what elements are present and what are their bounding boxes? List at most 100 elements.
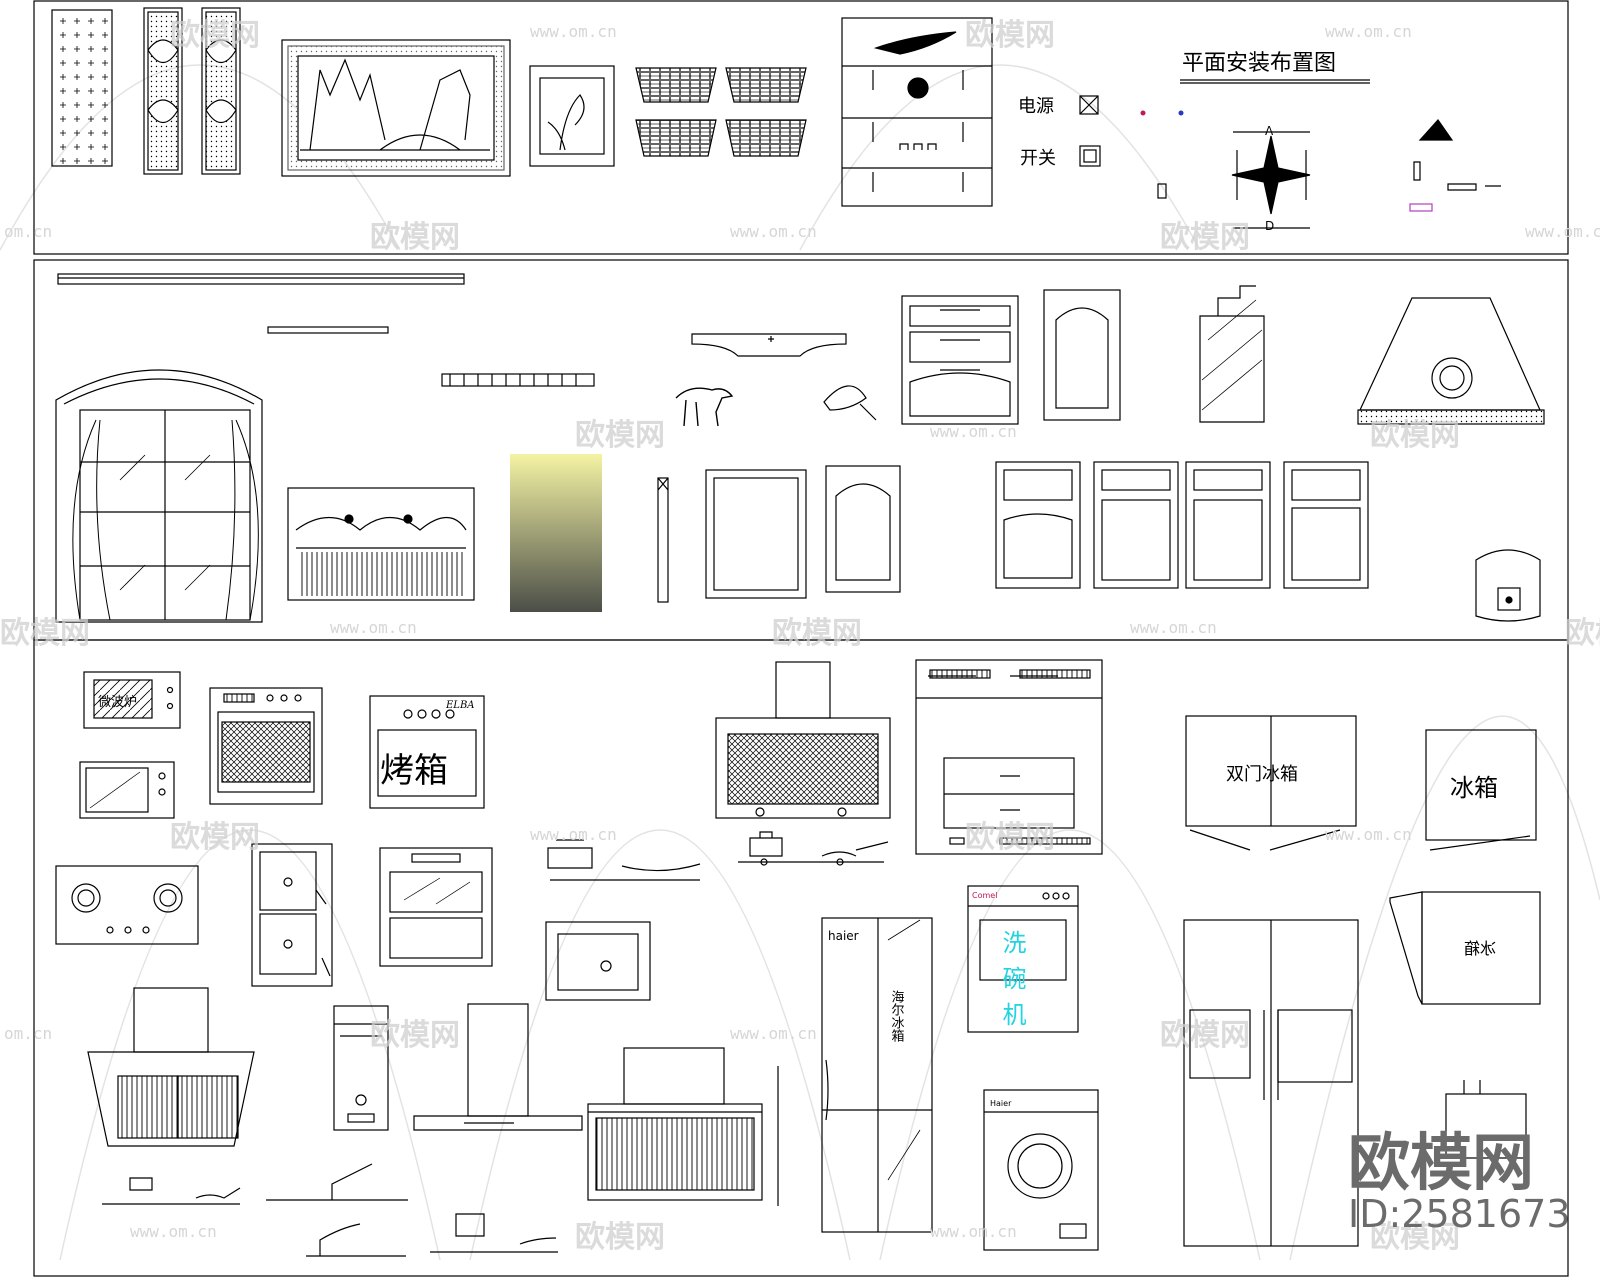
cone-range-hood xyxy=(1357,297,1545,425)
built-in-oven-3 xyxy=(379,847,493,967)
watermark-url-12: www.om.cn xyxy=(930,1222,1017,1241)
fridge-open-door xyxy=(1389,891,1541,1005)
oven-brand-label: ELBA xyxy=(445,700,475,711)
watermark-url-8: www.om.cn xyxy=(530,825,617,844)
faucet-2 xyxy=(306,1223,406,1257)
fridge-label: 冰箱 xyxy=(1450,774,1498,802)
side-by-side-fridge xyxy=(1183,919,1359,1247)
power-label: 电源 xyxy=(1018,96,1054,117)
watermark-url-2: www.om.cn xyxy=(1325,22,1412,41)
pot-on-stove xyxy=(547,839,701,881)
oven-label: 烤箱 xyxy=(380,751,448,791)
double-door-fridge-label: 双门冰箱 xyxy=(1226,764,1298,785)
watermark-url-11: www.om.cn xyxy=(130,1222,217,1241)
power-symbol xyxy=(1079,95,1099,115)
watermark-url-short-2: om.cn xyxy=(4,1024,53,1043)
double-sink xyxy=(251,843,333,987)
valance-bracket xyxy=(691,333,847,357)
slanted-hood xyxy=(87,987,255,1147)
microwave-2 xyxy=(79,761,175,819)
compass-a: A xyxy=(1265,124,1274,138)
wall-oven-stack xyxy=(901,295,1019,425)
built-in-oven-2 xyxy=(369,695,485,809)
woven-baskets xyxy=(635,67,807,157)
watermark-url-3: www.om.cn xyxy=(730,222,817,241)
horse-figurine xyxy=(675,387,734,427)
watermark-brand-1: 欧模网 xyxy=(170,18,260,53)
arched-fireplace-screen xyxy=(287,487,475,601)
model-id-text: ID:2581673 xyxy=(1348,1192,1571,1236)
compass-rose xyxy=(1231,131,1311,229)
panel-frames xyxy=(33,0,1569,1277)
dishwasher-brand-label: Comel xyxy=(972,891,997,900)
pot-stove-3 xyxy=(430,1213,558,1253)
wall-heater xyxy=(1445,1080,1527,1159)
watermark-url-1: www.om.cn xyxy=(530,22,617,41)
display-shelf xyxy=(841,17,993,207)
faucet-1 xyxy=(266,1163,408,1201)
fridge-label-mirrored: 冰箱 xyxy=(1464,939,1496,958)
chimney-hood-t xyxy=(413,1003,583,1131)
watermark-brand-2: 欧模网 xyxy=(965,18,1055,53)
box-hood xyxy=(587,1047,763,1201)
fridge-brand-label: haier xyxy=(828,929,859,943)
marker-dot-red xyxy=(1140,110,1146,116)
watermark-brand-12: 欧模网 xyxy=(1160,1018,1250,1053)
watermark-url-short-1: om.cn xyxy=(4,222,53,241)
gas-hob xyxy=(55,865,199,945)
washing-machine xyxy=(983,1089,1099,1251)
switch-symbol xyxy=(1079,145,1101,167)
dishwasher-cabinet xyxy=(915,659,1103,855)
washer-brand-label: Haier xyxy=(990,1099,1012,1108)
single-sink xyxy=(545,921,651,1001)
pot-stove-2 xyxy=(102,1177,241,1205)
watermark-url-6: www.om.cn xyxy=(330,618,417,637)
chimney-hood-large xyxy=(715,661,891,819)
curtained-window xyxy=(55,369,263,623)
watermark-brand-4: 欧模网 xyxy=(1160,220,1250,255)
double-door-fridge-plan xyxy=(1185,715,1357,851)
flower-picture xyxy=(529,65,615,167)
watermark-brand-15: 欧模网 xyxy=(0,616,90,651)
cornice-moulding xyxy=(57,273,465,285)
watermark-brand-10: 欧模网 xyxy=(965,820,1055,855)
arched-panel-door xyxy=(1043,289,1121,421)
watermark-brand-3: 欧模网 xyxy=(370,220,460,255)
built-in-oven-1 xyxy=(209,687,323,805)
watermark-url-4: www.om.cn xyxy=(1525,222,1600,241)
gradient-panel xyxy=(510,454,602,612)
compass-d: D xyxy=(1265,219,1274,233)
rail-short xyxy=(267,326,389,334)
decor-panel-plus-pattern xyxy=(51,9,113,167)
watermark-url-10: www.om.cn xyxy=(730,1024,817,1043)
watermark-url-7: www.om.cn xyxy=(1130,618,1217,637)
stove-pots-1 xyxy=(738,831,889,866)
fridge-plan xyxy=(1425,729,1537,851)
watermark-brand-11: 欧模网 xyxy=(370,1018,460,1053)
small-switch-block xyxy=(1157,183,1167,199)
lamp-symbols xyxy=(1409,119,1501,212)
watermark-brand-13: 欧模网 xyxy=(575,1220,665,1255)
switch-label: 开关 xyxy=(1020,148,1056,169)
leaded-glass-panel-1 xyxy=(143,7,183,175)
tall-fridge-side-label: 海尔冰箱 xyxy=(889,990,905,1042)
watermark-brand-8: 欧模网 xyxy=(1565,616,1600,651)
washing-machine-front xyxy=(967,885,1079,1033)
brand-logo-text: 欧模网 xyxy=(1348,1126,1535,1199)
watermark-url-5: www.om.cn xyxy=(930,422,1017,441)
microwave-1 xyxy=(83,671,181,729)
microwave-label: 微波炉 xyxy=(98,695,137,710)
dishwasher-label: 洗碗机 xyxy=(998,930,1026,1038)
base-cabinet-row xyxy=(995,461,1369,589)
cabinet-door-plain xyxy=(705,469,807,599)
watermark-brand-14: 欧模网 xyxy=(1370,1220,1460,1255)
baluster-rail xyxy=(441,373,595,387)
leaded-glass-panel-2 xyxy=(201,7,241,175)
marker-dot-blue xyxy=(1178,110,1184,116)
under-counter-unit xyxy=(333,1005,389,1131)
rice-cooker xyxy=(1475,549,1541,622)
tall-fridge-haier xyxy=(821,917,933,1233)
watermark-brand-5: 欧模网 xyxy=(575,418,665,453)
soap-dispenser-bottle xyxy=(1199,285,1265,423)
